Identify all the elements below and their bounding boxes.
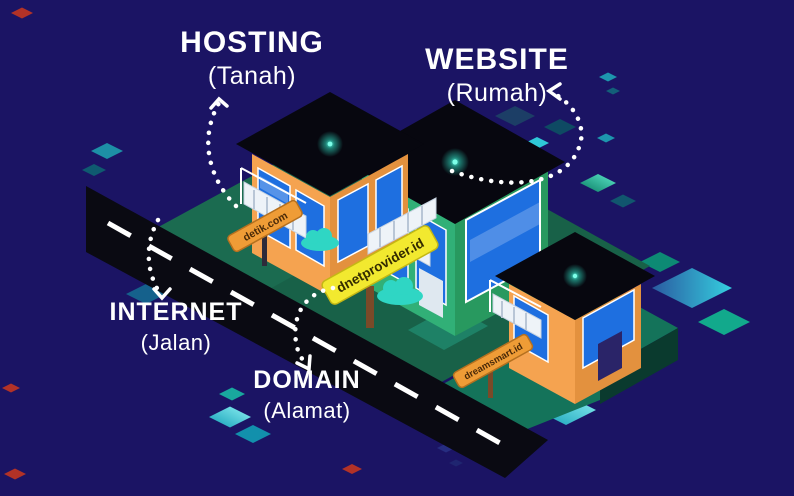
- door: [419, 268, 443, 318]
- decor-diamond: [11, 7, 33, 19]
- decor-diamond: [652, 268, 732, 308]
- decor-diamond: [82, 164, 106, 176]
- dotted-arrow-domain: [293, 285, 336, 368]
- roof-glow-core: [452, 159, 458, 165]
- label-hosting: HOSTING (Tanah): [180, 26, 324, 91]
- window-large: [582, 288, 635, 370]
- balcony: [489, 279, 542, 339]
- label-website-subtitle: (Rumah): [446, 79, 548, 107]
- roof-glow-core: [327, 141, 333, 147]
- road: [86, 186, 548, 478]
- clouds: [301, 228, 423, 305]
- label-domain-title: DOMAIN: [253, 366, 361, 394]
- decor-diamond: [449, 459, 463, 467]
- decor-diamond: [610, 194, 636, 208]
- arrowhead-website: [545, 82, 562, 101]
- roof-glow-core: [572, 273, 578, 279]
- awning: [367, 197, 437, 255]
- decor-diamond: [606, 87, 620, 95]
- decor-diamond: [91, 143, 123, 159]
- house-right: [489, 232, 655, 404]
- label-website: WEBSITE (Rumah): [425, 43, 569, 108]
- decor-diamond: [599, 72, 617, 82]
- decor-diamond: [235, 425, 271, 443]
- decor-diamond: [2, 383, 20, 393]
- decor-diamond: [495, 106, 535, 126]
- annotation-arrows: [146, 82, 584, 372]
- label-domain: DOMAIN (Alamat): [253, 366, 360, 424]
- decor-diamond: [4, 468, 26, 480]
- arrowhead-internet: [152, 287, 172, 301]
- dotted-arrow-website: [449, 90, 584, 185]
- decor-diamond: [580, 174, 616, 192]
- road-surface: [86, 186, 548, 478]
- label-internet-subtitle: (Jalan): [140, 330, 212, 355]
- dotted-arrow-hosting: [206, 100, 239, 209]
- cloud: [377, 277, 423, 305]
- label-internet: INTERNET (Jalan): [110, 298, 243, 356]
- decor-diamond: [342, 464, 362, 474]
- decor-diamond: [219, 387, 245, 401]
- arrowhead-domain: [295, 354, 312, 372]
- label-hosting-title: HOSTING: [180, 26, 324, 59]
- arrowhead-hosting: [209, 96, 229, 110]
- label-internet-title: INTERNET: [109, 298, 243, 326]
- cloud: [301, 228, 339, 251]
- decor-diamond: [544, 119, 576, 135]
- door: [598, 331, 622, 381]
- label-domain-subtitle: (Alamat): [263, 398, 351, 423]
- decor-diamond: [698, 309, 750, 335]
- road-center-line: [106, 220, 518, 455]
- decor-diamond: [640, 252, 680, 272]
- window-glare: [470, 202, 540, 262]
- label-website-title: WEBSITE: [425, 43, 569, 76]
- decor-diamond: [209, 406, 251, 428]
- label-hosting-subtitle: (Tanah): [207, 62, 297, 90]
- decor-diamond: [597, 133, 615, 143]
